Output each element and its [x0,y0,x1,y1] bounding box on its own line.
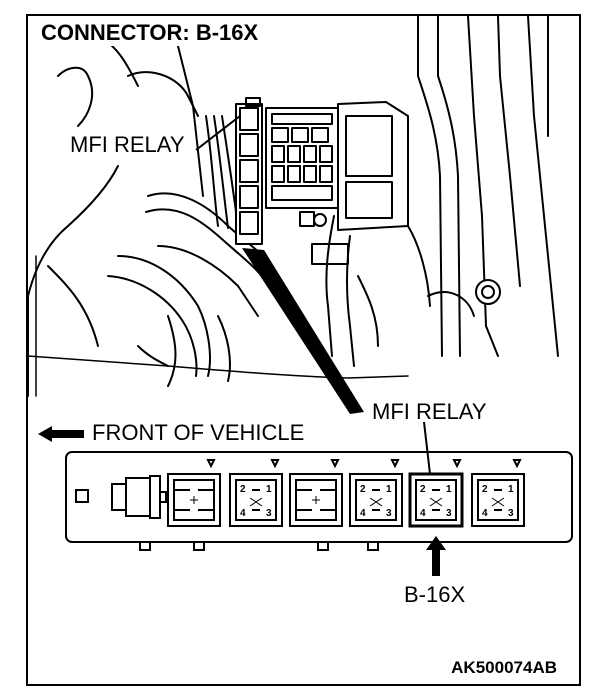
front-of-vehicle-label: FRONT OF VEHICLE [92,420,305,445]
mfi-relay-leader-top [195,115,241,151]
pin-label: 4 [482,508,488,519]
relay-socket-3 [289,459,343,527]
relay-sockets [167,459,525,528]
pin-label: 3 [446,508,452,519]
pin-label: 4 [240,508,246,519]
pin-label: 3 [386,508,392,519]
pin-label: 1 [266,484,272,495]
mfi-relay-leader-bottom [423,421,431,475]
relay-socket-6 [471,459,525,527]
figure-code: AK500074AB [451,658,557,677]
pin-label: 2 [240,484,246,495]
diagram-frame: 2 1 4 3 2 1 4 3 2 1 4 3 2 1 4 3 CONNECTO… [26,14,581,686]
engine-compartment-illustration: 2 1 4 3 2 1 4 3 2 1 4 3 2 1 4 3 [28,16,573,576]
pin-label: 3 [508,508,514,519]
relay-socket-4 [349,459,403,527]
pin-label: 4 [420,508,426,519]
pin-label: 1 [508,484,514,495]
relay-socket-1 [167,459,221,527]
pin-label: 4 [360,508,366,519]
pin-label: 1 [446,484,452,495]
pin-label: 2 [360,484,366,495]
callout-wedge [242,248,364,414]
b16x-arrow-icon [426,536,446,576]
front-arrow-icon [38,426,84,442]
pin-label: 2 [482,484,488,495]
relay-socket-5-mfi [408,459,464,528]
pin-label: 1 [386,484,392,495]
pin-label: 3 [266,508,272,519]
mfi-relay-label-top: MFI RELAY [70,132,185,157]
page-title: CONNECTOR: B-16X [38,20,262,46]
relay-socket-2 [229,459,283,527]
mfi-relay-label-bottom: MFI RELAY [372,399,487,424]
connector-id-label: B-16X [404,582,466,607]
pin-numbers: 2 1 4 3 2 1 4 3 2 1 4 3 2 1 4 3 [240,484,514,519]
pin-label: 2 [420,484,426,495]
